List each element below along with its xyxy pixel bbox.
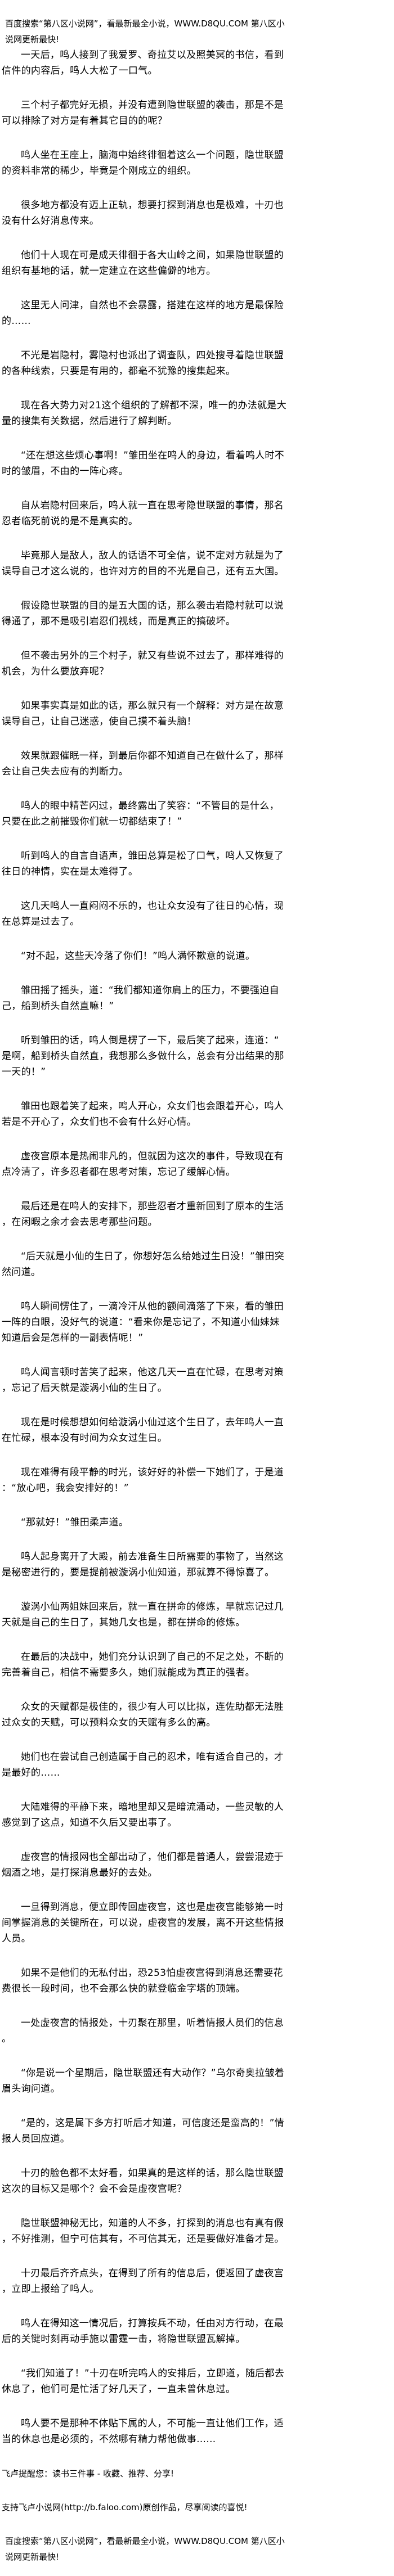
story-paragraph: 这里无人问津，自然也不会暴露，搭建在这样的地方是最保险的…… bbox=[2, 300, 284, 327]
reading-reminder: 飞卢提醒您：读书三件事 - 收藏、推荐、分享! bbox=[2, 2469, 174, 2479]
story-paragraph: 雏田也跟着笑了起来，鸣人开心，众女们也会跟着开心，鸣人若是不开心了，众女们也不会… bbox=[2, 1101, 284, 1128]
story-paragraph: 一天后，鸣人接到了我爱罗、奇拉艾以及照美冥的书信，看到信件的内容后，鸣人大松了一… bbox=[2, 49, 284, 76]
story-paragraph: “对不起，这些天冷落了你们！”鸣人满怀歉意的说道。 bbox=[21, 951, 256, 962]
story-paragraph: 虚夜宫原本是热闹非凡的，但就因为这次的事件，导致现在有点冷清了，许多忍者都在思考… bbox=[2, 1151, 284, 1178]
story-paragraph: 鸣人要不是那种不体贴下属的人，不可能一直让他们工作，适当的休息也是必须的，不然哪… bbox=[2, 2418, 284, 2445]
story-paragraph: “后天就是小仙的生日了，你想好怎么给她过生日没！”雏田突然问道。 bbox=[2, 1251, 285, 1278]
story-paragraph: 一旦得到消息，便立即传回虚夜宫，这也是虚夜宫能够第一时间掌握消息的关键所在，可以… bbox=[2, 1902, 284, 1944]
story-paragraph: 一处虚夜宫的情报处，十刃聚在那里，听着情报人员们的信息。 bbox=[2, 2017, 284, 2044]
story-paragraph: 虚夜宫的情报网也全部出动了，他们都是普通人，尝尝混迹于烟酒之地，是打探消息最好的… bbox=[2, 1852, 284, 1879]
story-paragraph: 他们十人现在可是成天徘徊于各大山岭之间，如果隐世联盟的组织有基地的话，就一定建立… bbox=[2, 250, 284, 277]
story-paragraph: 鸣人瞬间愣住了，一滴冷汗从他的额间滴落了下来，看的雏田一阵的白眼，没好气的说道：… bbox=[2, 1301, 284, 1344]
story-paragraph: 鸣人的眼中精芒闪过，最终露出了笑容：“不管目的是什么，只要在此之前摧毁你们就一切… bbox=[2, 800, 279, 827]
story-paragraph: 现在是时候想想如何给漩涡小仙过这个生日了，去年鸣人一直在忙碌，根本没有时间为众女… bbox=[2, 1417, 284, 1444]
story-paragraph: 效果就跟催眠一样，到最后你都不知道自己在做什么了，那样会让自己失去应有的判断力。 bbox=[2, 750, 284, 777]
story-paragraph: 这几天鸣人一直闷闷不乐的，也让众女没有了往日的心情，现在总算是过去了。 bbox=[2, 900, 284, 927]
story-paragraph: 假设隐世联盟的目的是五大国的话，那么袭击岩隐村就可以说得通了，那不是吸引岩忍们视… bbox=[2, 600, 284, 627]
story-paragraph: 三个村子都完好无损，并没有遭到隐世联盟的袭击，那是不是可以排除了对方是有着其它目… bbox=[2, 100, 284, 127]
story-paragraph: 鸣人在得知这一情况后，打算按兵不动，任由对方行动，在最后的关键时刻再动手施以雷霆… bbox=[2, 2318, 284, 2345]
story-paragraph: 自从岩隐村回来后，鸣人就一直在思考隐世联盟的事情，那名忍者临死前说的是不是真实的… bbox=[2, 500, 284, 527]
story-paragraph: 鸣人闻言顿时苦笑了起来，他这几天一直在忙碌，在思考对策，忘记了后天就是漩涡小仙的… bbox=[2, 1367, 284, 1394]
story-paragraph: 听到雏田的话，鸣人倒是楞了一下，最后笑了起来，连道：“是啊，船到桥头自然直，我想… bbox=[2, 1035, 284, 1078]
story-paragraph: “还在想这些烦心事啊！”雏田坐在鸣人的身边，看着鸣人时不时的皱眉，不由的一阵心疼… bbox=[2, 450, 285, 477]
chapter-content: 一天后，鸣人接到了我爱罗、奇拉艾以及照美冥的书信，看到信件的内容后，鸣人大松了一… bbox=[2, 47, 287, 2447]
support-link-text: 支持飞卢小说网(http://b.faloo.com)原创作品，尽享阅读的喜悦! bbox=[2, 2502, 248, 2512]
story-paragraph: 很多地方都没有迈上正轨，想要打探到消息也是极难，十刃也没有什么好消息传来。 bbox=[2, 200, 284, 227]
story-paragraph: 十刃最后齐齐点头，在得到了所有的信息后，便返回了虚夜宫，立即上报给了鸣人。 bbox=[2, 2268, 284, 2295]
story-paragraph: 如果不是他们的无私付出，恐253怕虚夜宫得到消息还需要花费很长一段时间，也不会那… bbox=[2, 1967, 283, 1994]
story-paragraph: 隐世联盟神秘无比，知道的人不多，打探到的消息也有真有假，不好推测，但宁可信其有，… bbox=[2, 2218, 284, 2245]
story-paragraph: “你是说一个星期后，隐世联盟还有大动作？”乌尔奇奥拉皱着眉头询问道。 bbox=[2, 2068, 285, 2095]
story-paragraph: “是的，这是属下多方打听后才知道，可信度还是蛮高的！”情报人员回应道。 bbox=[2, 2118, 285, 2145]
story-paragraph: “我们知道了！”十刃在听完鸣人的安排后，立即道，随后都去休息了，他们可是忙活了好… bbox=[2, 2368, 285, 2395]
story-paragraph: 不光是岩隐村，雾隐村也派出了调查队，四处搜寻着隐世联盟的各种线索，只要是有用的，… bbox=[2, 350, 284, 377]
story-paragraph: 在最后的决战中，她们充分认识到了自己的不足之处，不断的完善着自己，相信不需要多久… bbox=[2, 1651, 284, 1678]
story-paragraph: 现在各大势力对21这个组织的了解都不深，唯一的办法就是大量的搜集有关数据，然后进… bbox=[2, 400, 287, 427]
story-paragraph: 十刃的脸色都不太好看，如果真的是这样的话，那么隐世联盟这次的目标又是哪个？会不会… bbox=[2, 2168, 284, 2195]
site-banner-bottom: 百度搜索“第八区小说网”，看最新最全小说，WWW.D8QU.COM 第八区小说网… bbox=[5, 2536, 285, 2562]
story-paragraph: 雏田摇了摇头，道：“我们都知道你肩上的压力，不要强迫自己，船到桥头自然直嘛！” bbox=[2, 985, 279, 1012]
story-paragraph: 鸣人坐在王座上，脑海中始终徘徊着这么一个问题，隐世联盟的资料非常的稀少，毕竟是个… bbox=[2, 150, 284, 177]
story-paragraph: 现在难得有段平静的时光，该好好的补偿一下她们了，于是道：“放心吧，我会安排好的！… bbox=[2, 1467, 284, 1494]
story-paragraph: 众女的天赋都是极佳的，很少有人可以比拟，连佐助都无法胜过众女的天赋，可以预料众女… bbox=[2, 1701, 284, 1728]
site-banner-top: 百度搜索“第八区小说网”，看最新最全小说，WWW.D8QU.COM 第八区小说网… bbox=[5, 19, 285, 44]
story-paragraph: 毕竟那人是敌人，敌人的话语不可全信，说不定对方就是为了误导自己才这么说的，也许对… bbox=[2, 550, 284, 577]
story-paragraph: 但不袭击另外的三个村子，就又有些说不过去了，那样难得的机会，为什么要放弃呢？ bbox=[2, 650, 284, 677]
story-paragraph: 大陆难得的平静下来，暗地里却又是暗流涌动，一些灵敏的人感觉到了这点，知道不久后又… bbox=[2, 1802, 284, 1829]
story-paragraph: 漩涡小仙两姐妹回来后，就一直在拼命的修炼，早就忘记过几天就是自己的生日了，其她几… bbox=[2, 1601, 284, 1628]
story-paragraph: 听到鸣人的自言自语声，雏田总算是松了口气，鸣人又恢复了往日的神情，实在是太难得了… bbox=[2, 850, 284, 877]
story-paragraph: 她们也在尝试自己创造属于自己的忍术，唯有适合自己的，才是最好的…… bbox=[2, 1751, 284, 1778]
story-paragraph: 鸣人起身离开了大殿，前去准备生日所需要的事物了，当然这是秘密进行的，要是提前被漩… bbox=[2, 1551, 284, 1578]
story-paragraph: 如果事实真是如此的话，那么就只有一个解释：对方是在故意误导自己，让自己迷惑，使自… bbox=[2, 700, 284, 727]
story-paragraph: 最后还是在鸣人的安排下，那些忍者才重新回到了原本的生活，在闲暇之余才会去思考那些… bbox=[2, 1201, 284, 1228]
chapter-page: 百度搜索“第八区小说网”，看最新最全小说，WWW.D8QU.COM 第八区小说网… bbox=[2, 19, 287, 2562]
story-paragraph: “那就好！”雏田柔声道。 bbox=[21, 1517, 129, 1528]
